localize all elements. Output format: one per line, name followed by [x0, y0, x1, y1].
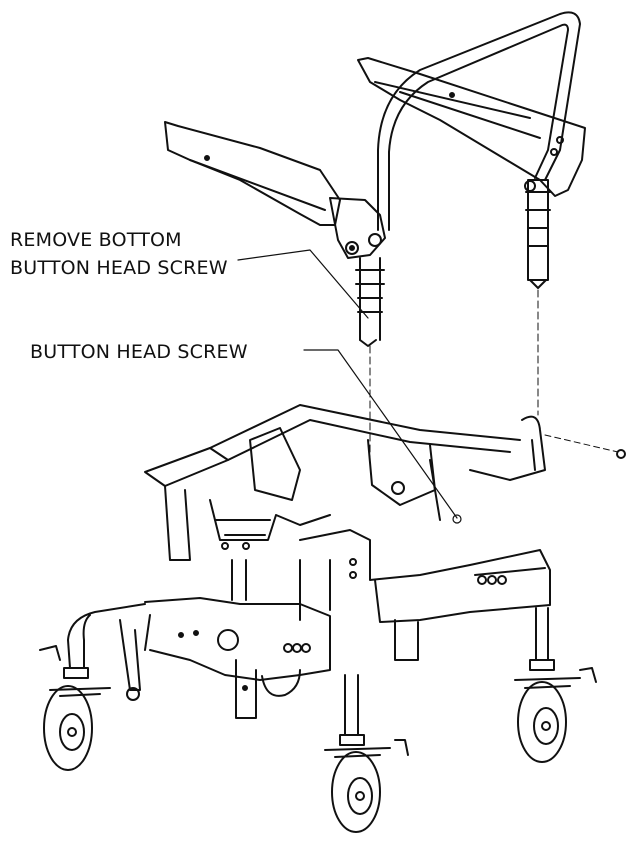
- button-head-screw-callout: BUTTON HEAD SCREW: [30, 341, 248, 363]
- rear-left-caster: [261, 669, 301, 697]
- front-center-caster: [324, 674, 409, 833]
- left-post: [355, 257, 385, 466]
- front-left-caster: [39, 603, 146, 771]
- back-frame-tube: [377, 11, 581, 231]
- rear-right-caster: [514, 607, 597, 763]
- side-screw: [544, 434, 626, 459]
- leader-lines: [237, 249, 462, 524]
- right-backrest-pad: [357, 57, 586, 197]
- seat-frame: [144, 404, 546, 561]
- right-post: [524, 179, 551, 416]
- chassis: [144, 529, 551, 719]
- remove-screw-callout-line2: BUTTON HEAD SCREW: [10, 257, 228, 279]
- left-backrest-pad: [164, 121, 386, 259]
- remove-screw-callout-line1: REMOVE BOTTOM: [10, 229, 182, 251]
